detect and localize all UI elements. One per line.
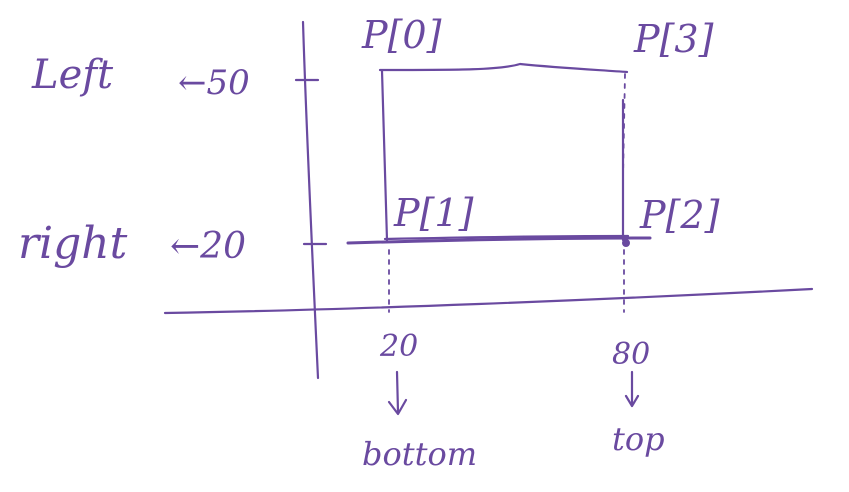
right-word-label: right [18,218,128,269]
p1-label: P[1] [393,191,474,235]
y-axis [301,20,320,380]
arrow-shaft-bottom [395,370,400,414]
rect-bottom-edge-second-stroke [383,234,630,241]
rect-top-edge [378,62,629,74]
arrow-head-bottom [387,398,408,416]
rect-bottom-edge [346,236,652,245]
bottom-label: bottom [362,435,477,473]
p2-label: P[2] [639,193,720,237]
left-word-label: Left [31,52,114,98]
x-tick-20-label: 20 [379,329,418,364]
top-label: top [612,420,665,458]
p0-label: P[0] [361,13,442,57]
x-tick-80-label: 80 [612,337,650,372]
corner-dot [622,239,630,247]
p3-label: P[3] [633,17,714,61]
arrow-head-top [624,394,640,408]
rect-left-edge [380,69,389,242]
right-value-label: ←20 [170,226,246,267]
left-value-label: ←50 [178,63,250,103]
x-axis [163,287,814,315]
